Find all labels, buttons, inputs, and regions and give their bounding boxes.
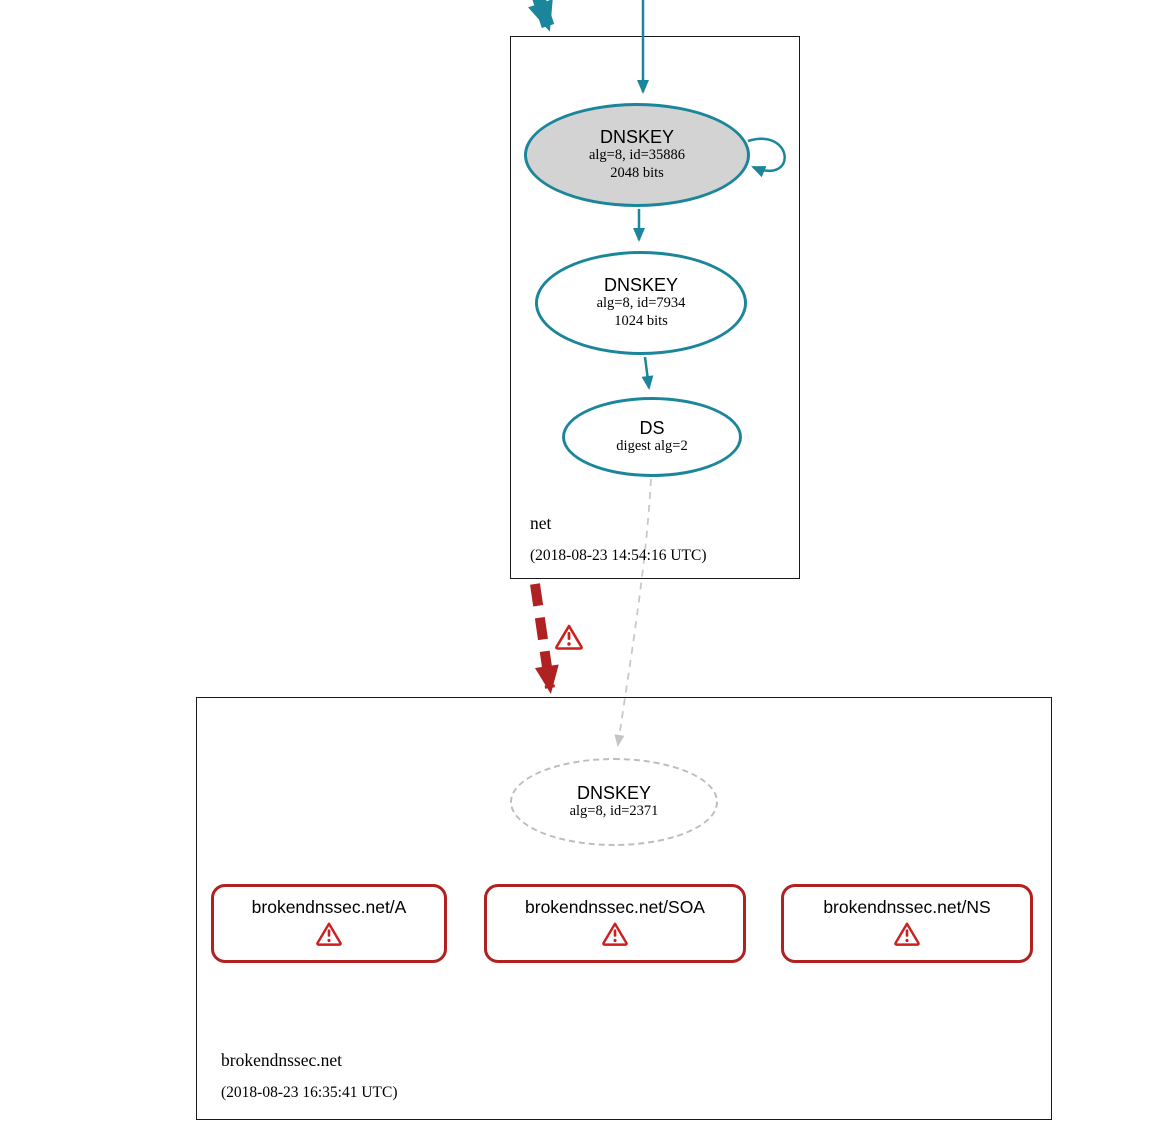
- node-detail: alg=8, id=2371: [569, 803, 659, 820]
- rrset-label: brokendnssec.net/NS: [823, 896, 991, 917]
- zone-name-net: net: [530, 513, 552, 533]
- rrset-label: brokendnssec.net/SOA: [525, 896, 705, 917]
- rrset-a-node[interactable]: brokendnssec.net/A: [211, 884, 447, 963]
- rrset-soa-node[interactable]: brokendnssec.net/SOA: [484, 884, 746, 963]
- zone-timestamp-brokendnssec: (2018-08-23 16:35:41 UTC): [221, 1084, 398, 1101]
- warning-icon: [315, 921, 343, 951]
- node-title: DS: [639, 418, 665, 439]
- rrset-label: brokendnssec.net/A: [251, 896, 407, 917]
- ds-node[interactable]: DS digest alg=2: [562, 397, 742, 477]
- rrset-ns-node[interactable]: brokendnssec.net/NS: [781, 884, 1033, 963]
- warning-icon: [601, 921, 629, 951]
- zone-timestamp-net: (2018-08-23 14:54:16 UTC): [530, 547, 707, 564]
- zone-name-brokendnssec: brokendnssec.net: [221, 1050, 343, 1070]
- warning-icon: [554, 623, 584, 655]
- node-detail: alg=8, id=35886: [588, 147, 686, 164]
- node-detail: 2048 bits: [610, 165, 664, 182]
- edge-parent-to-zone: [528, 0, 555, 32]
- node-detail: digest alg=2: [616, 438, 688, 455]
- node-title: DNSKEY: [576, 783, 652, 804]
- node-detail: 1024 bits: [614, 313, 668, 330]
- node-title: DNSKEY: [599, 127, 675, 148]
- node-detail: alg=8, id=7934: [596, 295, 686, 312]
- edge-bogus-delegation: [530, 583, 559, 694]
- dnskey-ksk-node[interactable]: DNSKEY alg=8, id=35886 2048 bits: [524, 103, 750, 207]
- dnskey-zsk-node[interactable]: DNSKEY alg=8, id=7934 1024 bits: [535, 251, 747, 355]
- dnskey-missing-node[interactable]: DNSKEY alg=8, id=2371: [510, 758, 718, 846]
- warning-icon: [893, 921, 921, 951]
- node-title: DNSKEY: [603, 275, 679, 296]
